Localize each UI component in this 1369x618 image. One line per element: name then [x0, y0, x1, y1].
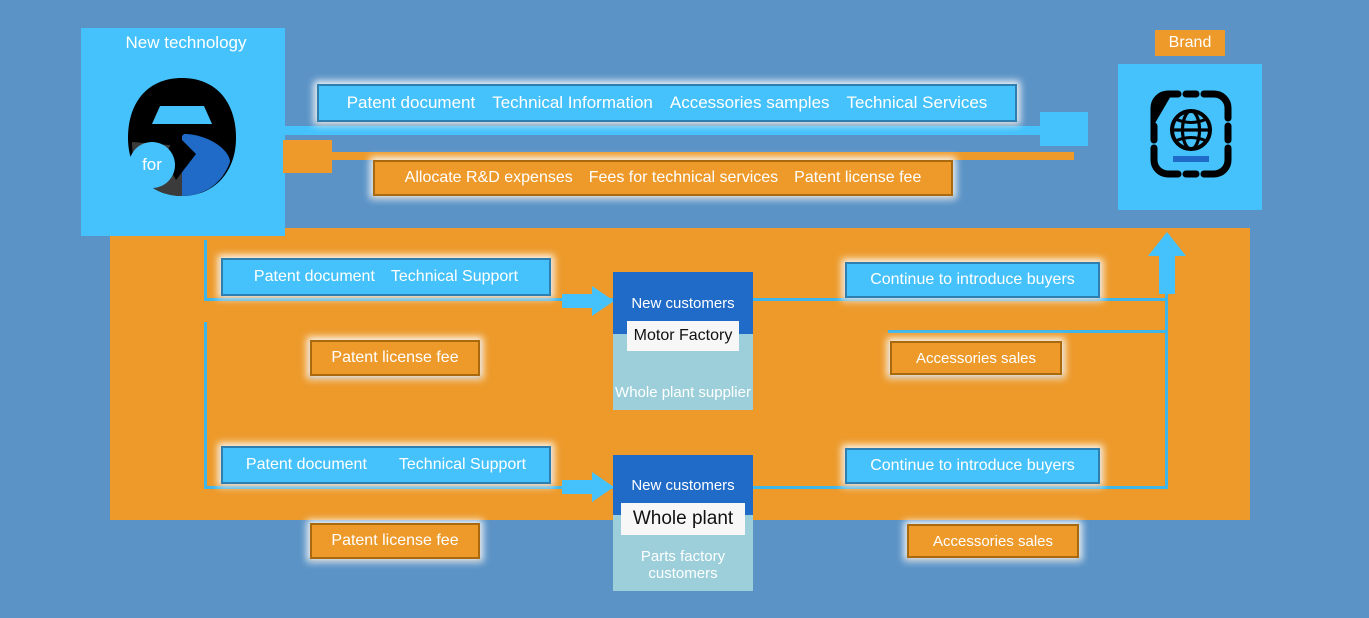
- row2-left-orange-label: Patent license fee: [331, 532, 459, 549]
- row2-left-blue-box[interactable]: Patent document Technical Support: [221, 446, 551, 484]
- brand-tag-label: Brand: [1168, 34, 1212, 51]
- row1-left-blue-box[interactable]: Patent document Technical Support: [221, 258, 551, 296]
- row2-arrow-right-icon: [562, 470, 614, 504]
- row1-left-connector-horizontal: [204, 298, 624, 301]
- row2-right-blue-box[interactable]: Continue to introduce buyers: [845, 448, 1100, 484]
- top-left-orange-node: [283, 140, 332, 173]
- row1-right-blue-label: Continue to introduce buyers: [870, 271, 1075, 288]
- row1-accessories-connector: [888, 330, 1168, 333]
- row2-right-connector-horizontal: [753, 486, 1168, 489]
- top-right-blue-node: [1040, 112, 1088, 146]
- top-orange-flow-box[interactable]: Allocate R&D expenses Fees for technical…: [373, 160, 953, 196]
- top-blue-flow-items: Patent document Technical Information Ac…: [346, 93, 988, 112]
- brand-tag: Brand: [1155, 30, 1225, 56]
- logo-for-badge: for: [129, 142, 175, 188]
- feedback-connector-vertical: [1165, 300, 1168, 488]
- row1-right-orange-label: Accessories sales: [915, 349, 1037, 367]
- row1-customer-subtitle-label: Whole plant supplier: [615, 384, 751, 402]
- logo-for-badge-label: for: [142, 155, 162, 174]
- row2-right-orange-box[interactable]: Accessories sales: [907, 524, 1079, 558]
- top-blue-connector-line: [283, 126, 1073, 135]
- row1-customer-header-label: New customers: [631, 294, 735, 312]
- top-orange-flow-items: Allocate R&D expenses Fees for technical…: [404, 169, 922, 186]
- row1-right-connector-horizontal: [753, 298, 1168, 301]
- row2-left-orange-box[interactable]: Patent license fee: [310, 523, 480, 559]
- left-panel-title: New technology: [125, 33, 247, 52]
- row1-left-blue-label: Patent document Technical Support: [253, 268, 519, 285]
- row2-customer-type-label: Whole plant: [632, 508, 734, 529]
- row2-customer-header-label: New customers: [631, 476, 735, 494]
- row2-right-blue-label: Continue to introduce buyers: [870, 457, 1075, 474]
- row2-customer-subtitle-label: Parts factory customers: [640, 548, 726, 583]
- feedback-arrow-up-icon: [1148, 232, 1186, 294]
- row1-right-blue-box[interactable]: Continue to introduce buyers: [845, 262, 1100, 298]
- row1-left-orange-box[interactable]: Patent license fee: [310, 340, 480, 376]
- row1-left-connector-vertical: [204, 240, 207, 300]
- row1-customer-type-badge: Motor Factory: [627, 321, 739, 351]
- row2-left-connector-vertical: [204, 322, 207, 488]
- row1-arrow-right-icon: [562, 284, 614, 318]
- row2-left-connector-horizontal: [204, 486, 624, 489]
- globe-document-icon: [1148, 88, 1234, 184]
- top-orange-connector-line: [332, 152, 1074, 160]
- row1-right-connector-vertical: [1165, 285, 1168, 303]
- safety-helmet-icon: [118, 72, 246, 204]
- row1-left-orange-label: Patent license fee: [331, 349, 459, 366]
- row1-customer-type-label: Motor Factory: [633, 327, 733, 344]
- top-blue-flow-box[interactable]: Patent document Technical Information Ac…: [317, 84, 1017, 122]
- row1-right-orange-box[interactable]: Accessories sales: [890, 341, 1062, 375]
- row2-left-blue-label: Patent document Technical Support: [245, 456, 527, 473]
- row2-customer-type-badge: Whole plant: [621, 503, 745, 535]
- row2-right-orange-label: Accessories sales: [932, 532, 1054, 550]
